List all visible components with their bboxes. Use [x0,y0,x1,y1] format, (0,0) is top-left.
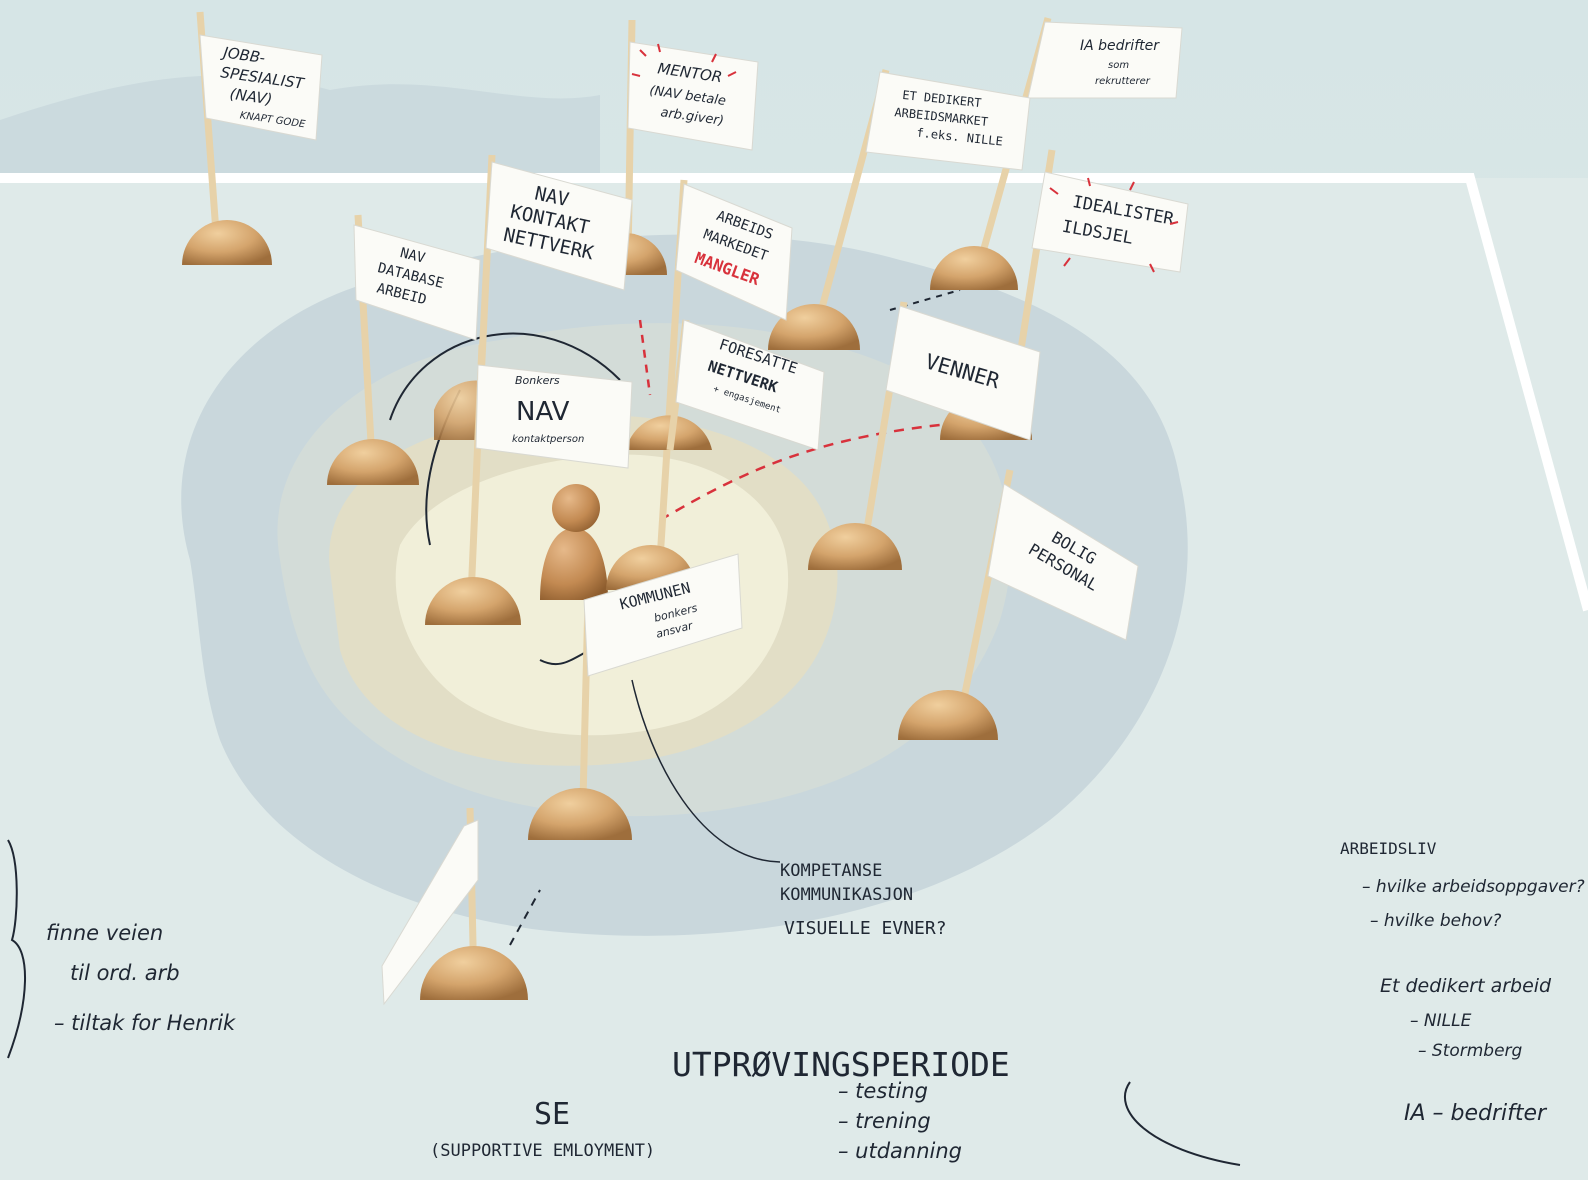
flag-jobbspesialist: JOBB- SPESIALIST (NAV) KNAPT GODE [182,11,323,265]
note-text: VISUELLE EVNER? [784,918,947,939]
flag-kommunen: KOMMUNEN bonkers ansvar [528,553,743,841]
svg-text:IA bedrifter som r: IA bedrifter som rekrutterer [1080,38,1163,87]
flag-text: Bonkers [515,374,560,387]
flag-ia-bedrifter: IA bedrifter som rekrutterer [930,17,1183,290]
note-right-title: ARBEIDSLIV [1340,839,1437,858]
person-pawn [540,484,608,600]
arrow-line [1124,1081,1241,1166]
flag-text: rekrutterer [1095,76,1151,87]
note-text: KOMPETANSE [780,861,882,881]
note-text: finne veien [46,921,163,945]
note-utproving: UTPRØVINGSPERIODE [672,1045,1010,1084]
flag-blank [381,807,528,1006]
note-text: KOMMUNIKASJON [780,885,913,905]
note-se: SE [534,1097,570,1132]
note-right-items: – hvilke arbeidsoppgaver? – hvilke behov… [1362,877,1588,931]
note-left: finne veien til ord. arb – tiltak for He… [46,921,236,1035]
note-se-sub: (SUPPORTIVE EMLOYMENT) [430,1141,655,1161]
note-text: til ord. arb [70,961,180,985]
flag-arbeidsmarkedet: ARBEIDS MARKEDET MANGLER [656,179,793,561]
flag-venner: VENNER [808,301,1041,570]
note-right-ia: IA – bedrifter [1404,1101,1548,1126]
flag-foresatte: FORESATTE NETTVERK + engasjement [626,319,825,451]
note-text: – hvilke arbeidsoppgaver? [1362,877,1585,897]
flag-et-dedikert: ET DEDIKERT ARBEIDSMARKET f.eks. NILLE [768,69,1031,350]
flag-bolig: BOLIG PERSONAL [898,469,1139,740]
svg-text:MENTOR (NAV betale: MENTOR (NAV betale arb.giver) [646,59,735,130]
note-text: – hvilke behov? [1370,911,1501,931]
note-right-dedikert-items: – NILLE – Stormberg [1410,1011,1523,1061]
note-text: – Stormberg [1418,1041,1523,1061]
brace [7,839,26,1059]
note-text: – utdanning [838,1139,962,1163]
note-text: – tiltak for Henrik [54,1011,236,1035]
flag-text: kontaktperson [512,434,584,445]
note-right-dedikert: Et dedikert arbeid [1380,975,1552,997]
flag-nav-kontaktperson: Bonkers NAV kontaktperson [425,344,633,625]
flag-text: som [1108,60,1129,71]
dashed-link [509,889,541,946]
flag-text: (NAV) [229,85,274,109]
svg-text:Bonkers NAV kontak: Bonkers NAV kontaktperson [512,369,584,445]
note-text: – trening [838,1109,931,1133]
flag-nav-kontakt: NAV KONTAKT NETTVERK [476,154,633,401]
svg-text:NAV DATABASE ARBEI: NAV DATABASE ARBEID [371,241,458,314]
flag-text: NAV [516,397,570,427]
flag-nav-database: NAV DATABASE ARBEID [327,214,500,485]
note-text: – NILLE [1410,1011,1472,1031]
dashed-link-red [659,423,941,522]
note-center: KOMPETANSE KOMMUNIKASJON VISUELLE EVNER? [780,861,947,939]
note-text: – testing [838,1079,928,1103]
pointer-line [631,679,781,863]
flag-text: NAV [398,245,427,267]
dashed-link-red [638,319,652,396]
flag-text: IA bedrifter [1080,38,1160,54]
note-utproving-list: – testing – trening – utdanning [838,1079,962,1163]
